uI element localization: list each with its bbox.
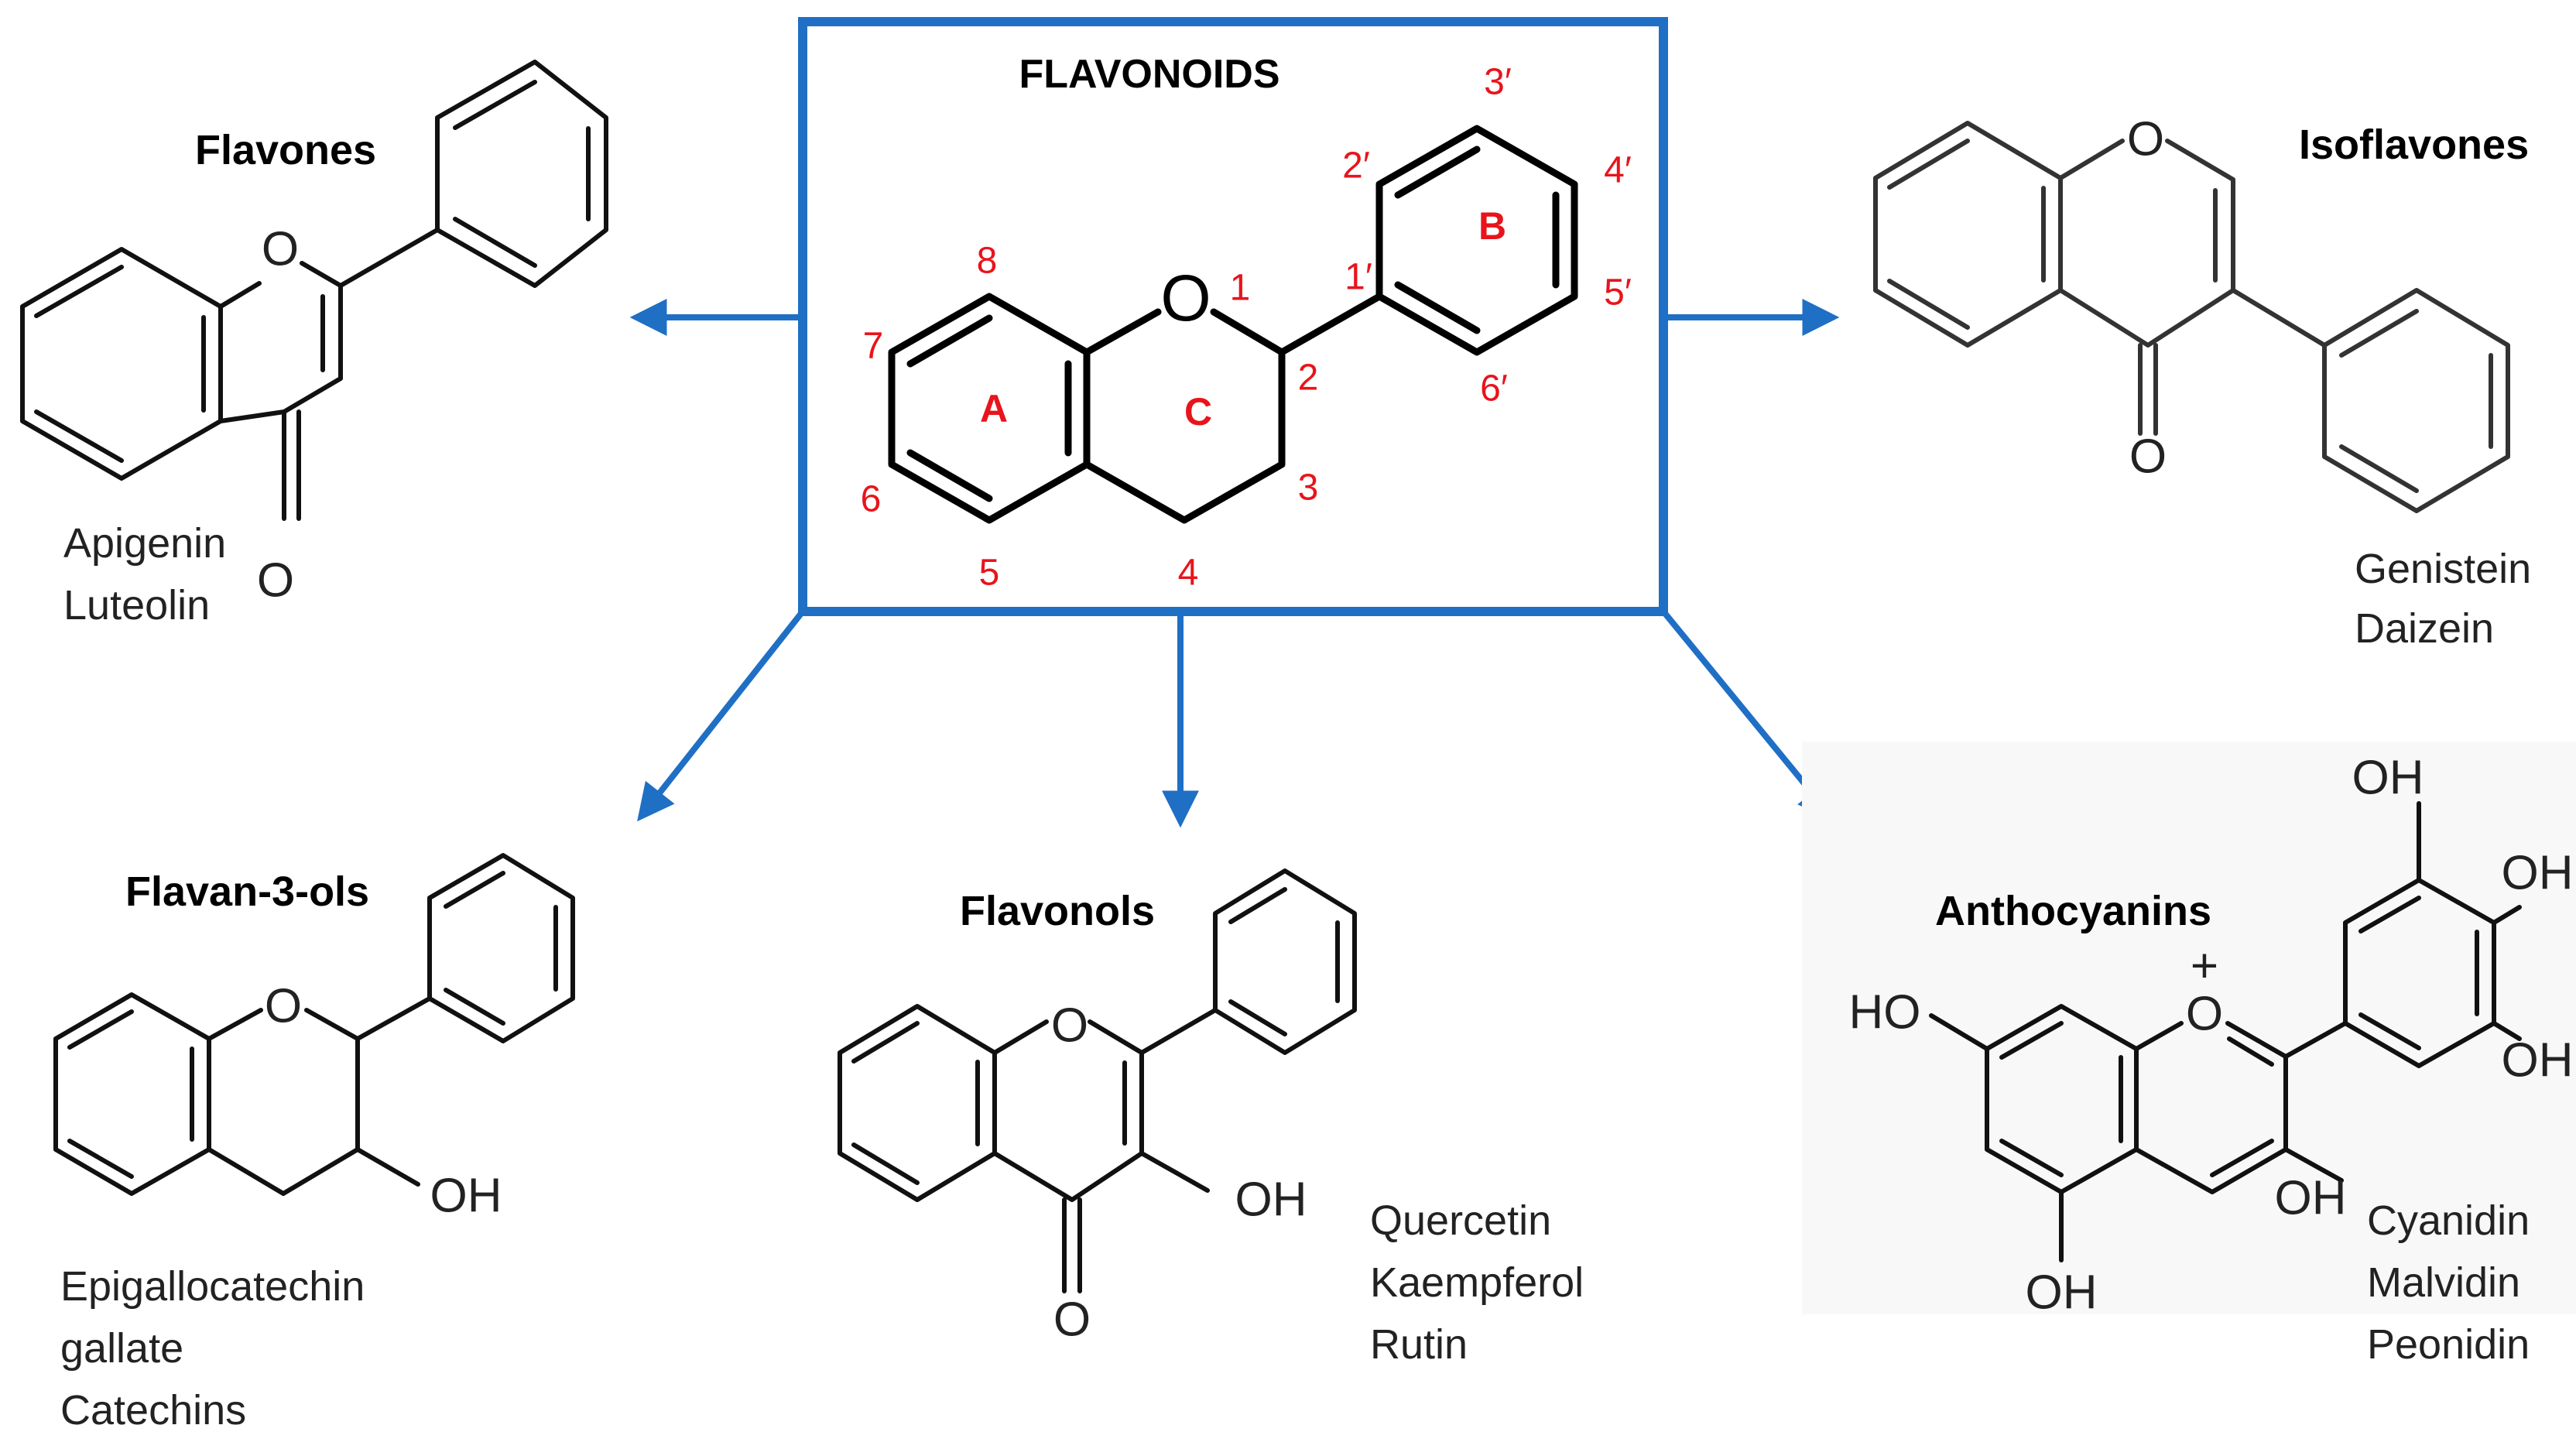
ring-label-c: C — [1184, 390, 1212, 433]
anthocyanins-hydroxyl-5: OH — [2026, 1266, 2098, 1320]
flavan-3-ols-example-1: Epigallocatechin — [60, 1263, 365, 1310]
flavan-3-ols-structure: O OH — [53, 853, 575, 1223]
position-4: 4 — [1178, 553, 1199, 594]
flavan-3-ols-example-2: gallate — [60, 1325, 183, 1372]
core-title: FLAVONOIDS — [1019, 52, 1279, 97]
anthocyanins-hydroxyl-5prime: OH — [2502, 1034, 2574, 1088]
anthocyanins-structure: O + HO OH OH OH OH OH — [1849, 752, 2574, 1320]
anthocyanins-hydroxyl-3prime: OH — [2352, 752, 2424, 805]
isoflavones-oxygen-carbonyl: O — [2129, 430, 2167, 484]
core-frame — [798, 17, 1668, 616]
isoflavones-example-2: Daizein — [2355, 605, 2494, 652]
anthocyanins-example-2: Malvidin — [2367, 1259, 2520, 1306]
class-flavonols: Flavonols O OH O Quercetin Kaempferol Ru… — [838, 868, 1584, 1368]
isoflavones-structure: O O — [1873, 113, 2510, 513]
anthocyanins-charge: + — [2191, 940, 2218, 993]
flavan-3-ols-hydroxyl: OH — [430, 1170, 502, 1223]
position-5prime: 5′ — [1604, 272, 1632, 313]
flavonols-structure: O OH O — [838, 868, 1357, 1347]
arrow-to-flavan-3-ols — [637, 609, 806, 822]
flavones-title: Flavones — [195, 127, 376, 173]
arrows — [629, 299, 1840, 828]
flavonols-title: Flavonols — [960, 888, 1155, 934]
arrow-to-anthocyanins — [1660, 609, 1836, 822]
anthocyanins-title: Anthocyanins — [1935, 888, 2211, 934]
core-panel: FLAVONOIDS O A C B 8 7 6 5 4 — [798, 17, 1668, 616]
isoflavones-title: Isoflavones — [2299, 122, 2529, 168]
isoflavones-example-1: Genistein — [2355, 546, 2531, 592]
anthocyanins-hydroxyl-3: OH — [2275, 1172, 2347, 1225]
flavones-structure: O O — [20, 60, 608, 608]
position-6: 6 — [861, 479, 882, 520]
anthocyanins-hydroxyl-7: HO — [1849, 986, 1921, 1040]
flavan-3-ols-title: Flavan-3-ols — [125, 868, 369, 915]
position-5: 5 — [979, 553, 1000, 594]
position-7: 7 — [863, 326, 884, 367]
core-structure: O A C B 8 7 6 5 4 3 2 1 1′ 2′ 3′ 4′ 5′ 6… — [861, 62, 1632, 594]
position-8: 8 — [977, 241, 998, 282]
flavones-oxygen-ring: O — [262, 223, 299, 276]
anthocyanins-example-3: Peonidin — [2367, 1321, 2530, 1368]
position-4prime: 4′ — [1604, 150, 1632, 191]
class-flavones: Flavones O O Apigenin Luteolin — [20, 60, 608, 629]
class-isoflavones: Isoflavones O O Genistein Daizein — [1873, 113, 2531, 652]
class-flavan-3-ols: Flavan-3-ols O OH Epigallocatechin galla… — [53, 853, 575, 1434]
anthocyanins-panel — [1802, 742, 2576, 1314]
flavan-3-ols-example-3: Catechins — [60, 1387, 246, 1434]
position-1prime: 1′ — [1345, 257, 1372, 298]
isoflavones-oxygen-ring: O — [2127, 113, 2164, 166]
flavonols-example-2: Kaempferol — [1370, 1259, 1584, 1306]
ring-label-b: B — [1478, 204, 1506, 248]
anthocyanins-example-1: Cyanidin — [2367, 1197, 2530, 1244]
flavonols-oxygen-ring: O — [1051, 999, 1088, 1053]
flavonols-example-3: Rutin — [1370, 1321, 1468, 1368]
position-6prime: 6′ — [1480, 368, 1508, 409]
flavonols-hydroxyl: OH — [1235, 1173, 1307, 1227]
position-2: 2 — [1298, 358, 1319, 399]
flavones-example-2: Luteolin — [63, 582, 210, 629]
flavones-example-1: Apigenin — [63, 520, 226, 567]
position-3: 3 — [1298, 468, 1319, 509]
flavan-3-ols-oxygen: O — [265, 980, 302, 1033]
flavonols-example-1: Quercetin — [1370, 1197, 1551, 1244]
flavones-oxygen-carbonyl: O — [257, 554, 294, 608]
anthocyanins-hydroxyl-4prime: OH — [2502, 847, 2574, 900]
core-oxygen: O — [1160, 262, 1211, 334]
ring-label-a: A — [980, 387, 1008, 430]
position-1: 1 — [1230, 268, 1251, 309]
anthocyanins-oxygen: O — [2186, 988, 2223, 1041]
flavonols-oxygen-carbonyl: O — [1053, 1293, 1091, 1347]
class-anthocyanins: Anthocyanins O + HO OH OH OH — [1802, 742, 2576, 1368]
position-2prime: 2′ — [1342, 146, 1370, 187]
position-3prime: 3′ — [1484, 62, 1512, 103]
